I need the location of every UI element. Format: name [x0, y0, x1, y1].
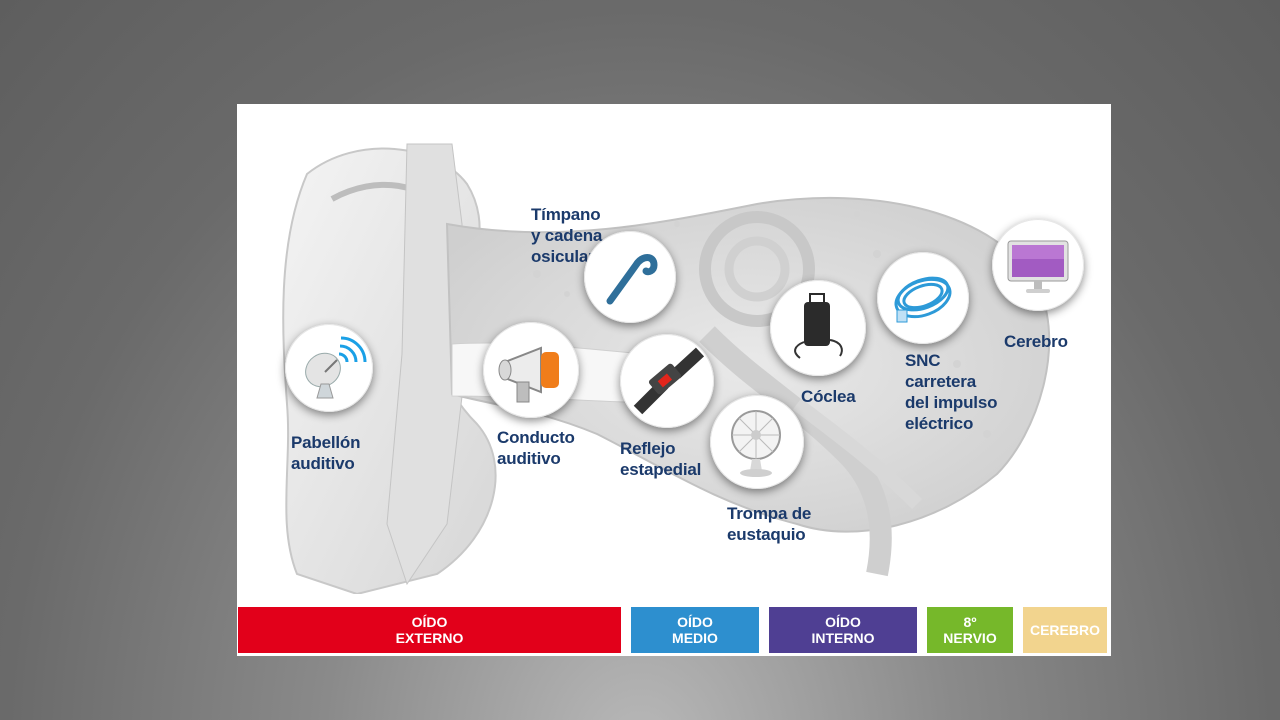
label-pabellon-auditivo: Pabellón auditivo: [291, 433, 361, 473]
label-reflejo-estapedial: Reflejo estapedial: [620, 439, 702, 479]
band-oido-medio: OÍDO MEDIO: [631, 607, 759, 653]
label-trompa-eustaquio: Trompa de eustaquio: [727, 504, 812, 544]
hook-icon: [584, 231, 676, 323]
network-cable-icon: [877, 252, 969, 344]
power-adapter-icon: [770, 280, 866, 376]
label-timpano: Tímpano y cadena osicular: [531, 205, 603, 266]
satellite-dish-icon: [285, 324, 373, 412]
monitor-icon: [992, 219, 1084, 311]
label-cerebro: Cerebro: [1004, 332, 1068, 351]
label-conducto-auditivo: Conducto auditivo: [497, 428, 575, 468]
ear-anatomy-image: Pabellón auditivo Conducto auditivo Tímp…: [237, 104, 1111, 656]
fan-icon: [710, 395, 804, 489]
megaphone-icon: [483, 322, 579, 418]
band-oido-interno: OÍDO INTERNO: [769, 607, 917, 653]
band-oido-externo: OÍDO EXTERNO: [238, 607, 621, 653]
band-cerebro: CEREBRO: [1023, 607, 1107, 653]
band-8-nervio: 8º NERVIO: [927, 607, 1013, 653]
label-coclea: Cóclea: [801, 387, 856, 406]
label-snc: SNC carretera del impulso eléctrico: [905, 351, 998, 433]
seatbelt-icon: [620, 334, 714, 428]
